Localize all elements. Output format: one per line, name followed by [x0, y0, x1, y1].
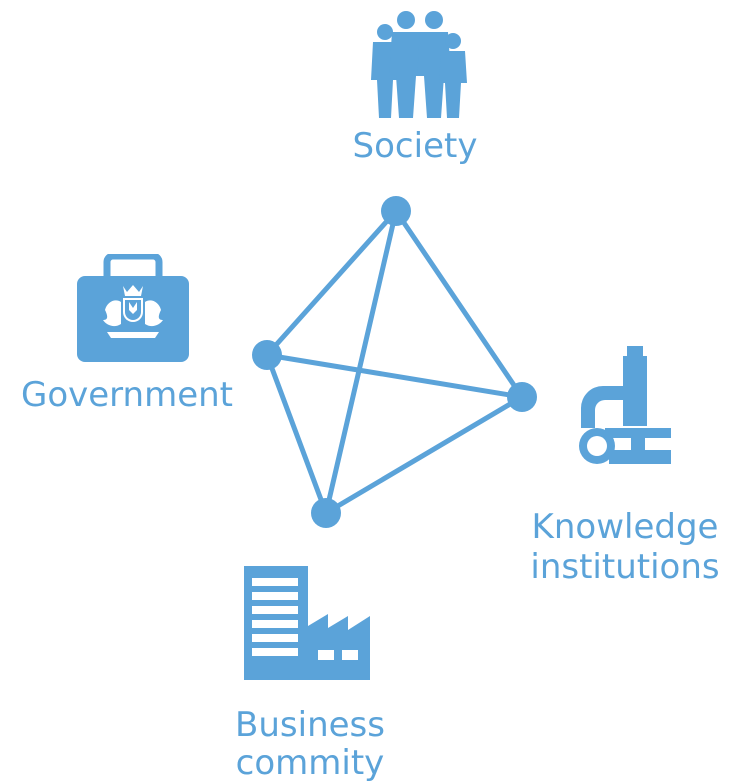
edge-government-knowledge: [264, 352, 525, 400]
government-briefcase-icon: [77, 254, 189, 362]
node-society: [381, 196, 411, 226]
node-business: [311, 498, 341, 528]
node-knowledge: [507, 382, 537, 412]
business-label-line1: Business: [235, 705, 385, 745]
node-government: [252, 340, 282, 370]
edge-society-government: [264, 208, 399, 358]
edge-knowledge-business: [323, 394, 525, 516]
factory-icon: [244, 566, 370, 680]
edge-government-business: [264, 352, 329, 516]
business-label-line2: commity: [235, 743, 385, 783]
society-label: Society: [352, 126, 478, 166]
edge-society-knowledge: [393, 208, 525, 400]
knowledge-label-line2: institutions: [530, 547, 720, 587]
microscope-icon: [579, 346, 671, 464]
people-group-icon: [371, 11, 467, 118]
knowledge-label-line1: Knowledge: [531, 507, 719, 547]
government-label: Government: [20, 375, 234, 415]
edge-society-business: [323, 208, 399, 516]
